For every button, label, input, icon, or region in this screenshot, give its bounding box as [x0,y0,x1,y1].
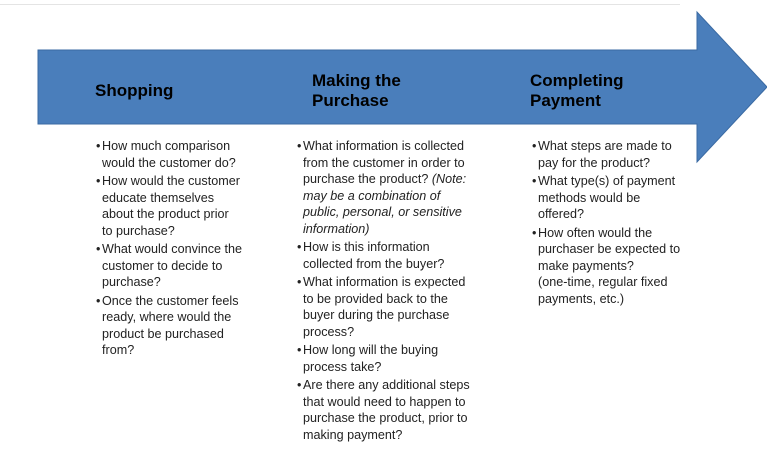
stage-title-line: Shopping [95,81,174,100]
arrow-shape [37,10,767,164]
question-text: What information is collected from the cu… [303,138,502,237]
question-line: How would the customer [102,174,240,188]
question-text: What information is expected to be provid… [303,274,502,340]
question-line: from the customer in order to [303,155,465,170]
question-text: How long will the buying process take? [303,342,502,375]
question-item: •What information is collected from the c… [297,138,502,237]
question-text: How would the customer educate themselves… [102,173,276,239]
bullet-icon: • [297,378,302,392]
question-line: Are there any additional steps [303,378,470,392]
question-line: making payment? [303,427,403,442]
question-item: •What information is expected to be provi… [297,274,502,340]
question-line: Once the customer feels [102,293,239,308]
bullet-icon: • [96,242,101,256]
stage-title-line: Purchase [312,91,389,110]
question-item: •How would the customer educate themselve… [96,173,276,239]
question-text: How often would the purchaser be expected… [538,225,712,308]
bullet-icon: • [297,343,302,357]
question-line: (one-time, regular fixed [538,275,668,289]
question-line: How is this information [303,240,430,254]
question-line: product be purchased [102,326,224,341]
process-arrow-icon [37,10,767,164]
question-line: from? [102,343,135,357]
question-line: What information is collected [303,139,464,153]
bullet-icon: • [532,225,537,240]
question-item: •What would convince the customer to deci… [96,241,276,291]
question-line: process? [303,324,355,339]
question-item: •Once the customer feels ready, where wou… [96,293,276,359]
question-line: purchase the product, prior to [303,411,468,425]
question-text: How is this information collected from th… [303,239,502,272]
question-note-line: public, personal, or sensitive [303,205,462,219]
question-text: What type(s) of payment methods would be o… [538,173,712,223]
question-line: ready, where would the [102,310,232,324]
bullet-icon: • [297,139,302,153]
question-note-line: (Note: [431,172,467,186]
bullet-icon: • [96,139,101,153]
question-line: make payments? [538,258,634,273]
bullet-icon: • [96,293,101,308]
stage-title-line: Making the [312,71,401,90]
question-note-line: information) [303,221,370,236]
stage-title-line: Completing [530,71,624,90]
question-line: What would convince the [102,242,243,256]
bullet-icon: • [96,174,101,188]
question-item: •How often would the purchaser be expecte… [532,225,712,308]
question-line: about the product prior [102,207,229,221]
question-text: Once the customer feels ready, where woul… [102,293,276,359]
question-text: What steps are made to pay for the produc… [538,138,712,171]
question-line: What steps are made to [538,139,672,153]
question-line: How much comparison [102,139,231,153]
question-line: purchase the product? [303,172,432,186]
question-line: payments, etc.) [538,291,625,306]
question-line: How long will the buying [303,343,439,357]
question-line: pay for the product? [538,155,651,170]
question-item: •What type(s) of payment methods would be… [532,173,712,223]
question-line: What information is expected [303,275,466,289]
question-line: methods would be [538,190,641,205]
question-item: •What steps are made to pay for the produ… [532,138,712,171]
stage-title-shopping: Shopping [95,81,173,101]
question-note-line: may be a combination of [303,188,441,203]
question-line: to be provided back to the [303,291,448,306]
question-line: would the customer do? [102,155,236,170]
question-line: offered? [538,207,584,221]
question-line: How often would the [538,225,653,240]
bullet-icon: • [532,174,537,188]
question-line: buyer during the purchase [303,308,450,322]
question-text: What would convince the customer to decid… [102,241,276,291]
question-text: How much comparison would the customer do… [102,138,276,171]
bullet-icon: • [297,275,302,289]
question-line: purchase? [102,275,161,289]
question-line: that would need to happen to [303,394,466,409]
bullet-icon: • [532,139,537,153]
bullet-icon: • [297,240,302,254]
question-item: •How long will the buying process take? [297,342,502,375]
question-item: •Are there any additional steps that woul… [297,377,502,443]
question-item: •How much comparison would the customer d… [96,138,276,171]
question-line: purchaser be expected to [538,242,681,256]
question-line: to purchase? [102,223,175,238]
question-line: collected from the buyer? [303,256,445,271]
stage-title-line: Payment [530,91,601,110]
question-line: educate themselves [102,190,215,205]
question-line: What type(s) of payment [538,174,676,188]
top-border-line [0,4,680,5]
question-text: Are there any additional steps that would… [303,377,502,443]
question-line: process take? [303,359,382,374]
question-line: customer to decide to [102,258,223,273]
question-item: •How is this information collected from t… [297,239,502,272]
